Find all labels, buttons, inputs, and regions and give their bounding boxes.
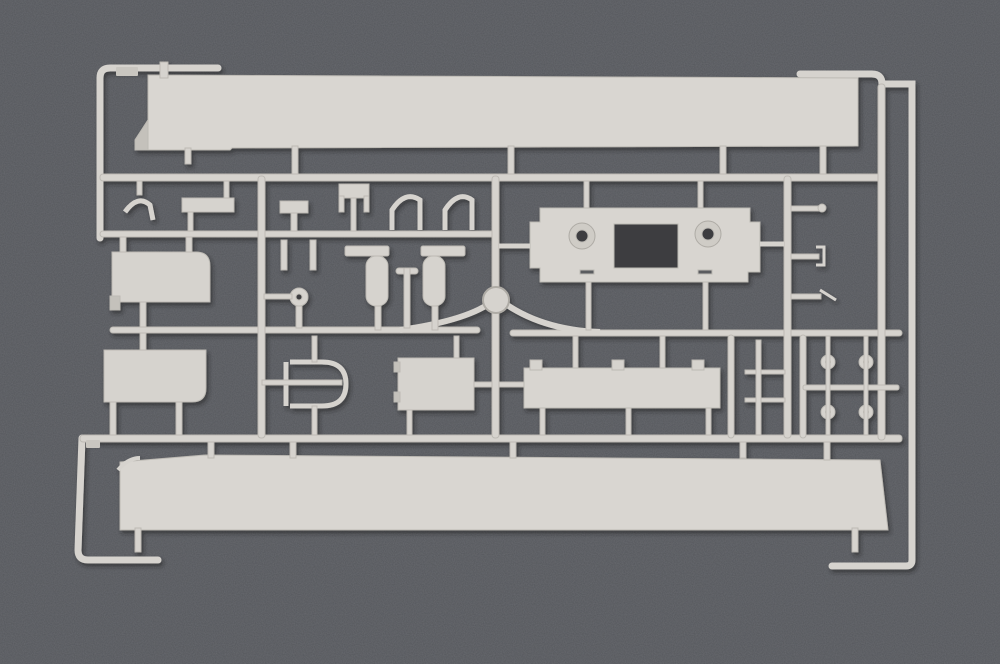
hook-parts: [389, 194, 475, 230]
ribbed-panel: [498, 335, 721, 436]
left-panel-upper: [109, 236, 211, 328]
upper-hull-plate: [134, 61, 859, 175]
cross-fittings: [744, 339, 786, 436]
u-bracket: [338, 183, 370, 232]
handle-part: [122, 180, 156, 221]
hinge-parts: [820, 335, 874, 436]
small-square-plate: [393, 335, 493, 436]
right-fittings: [790, 203, 837, 302]
cylinder-parts: [344, 245, 466, 331]
sprue-hub: [482, 286, 510, 314]
t-bracket: [279, 200, 309, 232]
lower-hull-plate: [116, 441, 889, 553]
small-fittings: [263, 239, 317, 329]
hatch-plate: [499, 180, 784, 331]
sprue-frame: [74, 64, 916, 570]
oval-handle-part: [261, 335, 349, 436]
bracket-strip: [181, 180, 235, 232]
sprue-tags: [86, 67, 138, 448]
left-panel-lower: [103, 332, 207, 436]
